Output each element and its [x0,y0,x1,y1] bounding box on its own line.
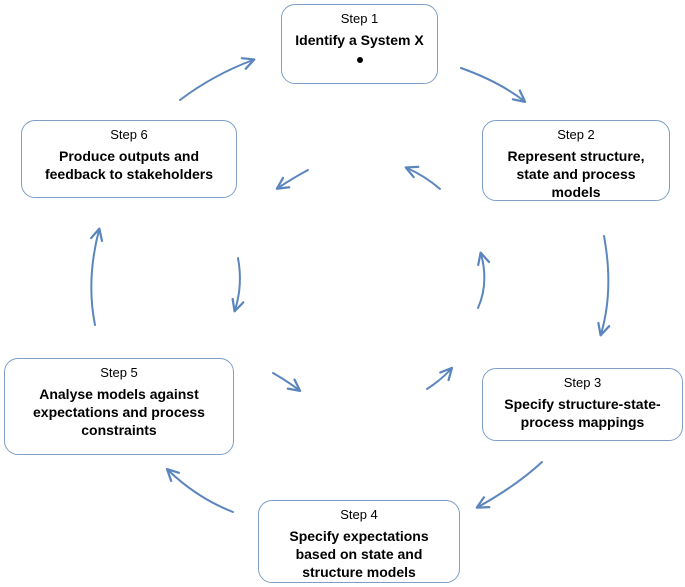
step-3-number: Step 3 [563,375,602,390]
step-1-box: Step 1 Identify a System X [281,4,438,84]
step-1-number: Step 1 [340,11,379,26]
step-1-text: Identify a System X [295,32,424,48]
step-3-box: Step 3 Specify structure-state- process … [482,368,683,441]
arrow-inner-bottom-right [426,366,454,390]
arrow-step4-to-step5 [165,467,234,513]
step-2-text: Represent structure, state and process m… [507,148,645,200]
arrow-inner-bottom-left [272,372,302,392]
step-5-box: Step 5 Analyse models against expectatio… [4,358,234,455]
step-4-box: Step 4 Specify expectations based on sta… [258,500,460,583]
step-6-number: Step 6 [110,127,148,142]
arrow-inner-top-left [275,169,309,190]
arrow-step3-to-step4 [475,461,543,509]
step-6-text: Produce outputs and feedback to stakehol… [44,148,214,182]
step-3-text: Specify structure-state- process mapping… [504,396,661,430]
step-2-box: Step 2 Represent structure, state and pr… [482,120,670,201]
arrow-inner-left [231,257,245,313]
arrow-step6-to-step1 [179,57,256,101]
arrow-step2-to-step3 [597,235,611,337]
arrow-inner-right [477,251,491,309]
step-4-text: Specify expectations based on state and … [289,528,429,580]
bullet-dot [356,57,363,63]
step-4-number: Step 4 [340,507,378,522]
arrow-step1-to-step2 [460,67,527,103]
arrow-inner-top-right [404,165,441,190]
step-6-box: Step 6 Produce outputs and feedback to s… [21,120,237,198]
arrow-step5-to-step6 [89,227,104,326]
step-5-text: Analyse models against expectations and … [33,386,205,438]
step-5-number: Step 5 [100,365,138,380]
step-2-number: Step 2 [557,127,595,142]
